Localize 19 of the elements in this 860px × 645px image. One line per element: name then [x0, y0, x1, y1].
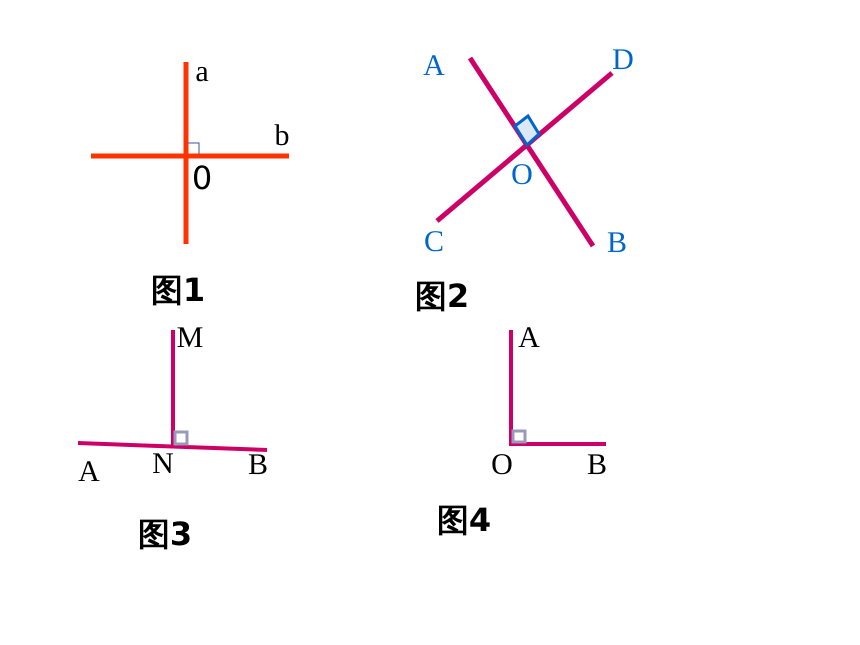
figure-caption: 图4: [436, 504, 492, 536]
point-label: C: [424, 227, 444, 257]
point-label: a: [195, 57, 209, 87]
point-label: D: [612, 45, 634, 75]
point-label: O: [491, 450, 513, 480]
figure-caption: 图3: [138, 518, 192, 550]
point-label: B: [248, 450, 268, 480]
point-label: O: [511, 160, 533, 190]
point-label: A: [423, 51, 445, 81]
figure-caption: 图1: [150, 274, 206, 306]
point-label: B: [587, 450, 607, 480]
point-label: M: [176, 323, 204, 353]
point-label: N: [152, 449, 174, 479]
point-label: A: [78, 457, 100, 487]
figure-caption: 图2: [414, 280, 470, 312]
point-label: 0: [192, 162, 212, 194]
point-label: b: [274, 121, 290, 151]
point-label: B: [607, 228, 627, 258]
point-label: A: [518, 323, 540, 353]
